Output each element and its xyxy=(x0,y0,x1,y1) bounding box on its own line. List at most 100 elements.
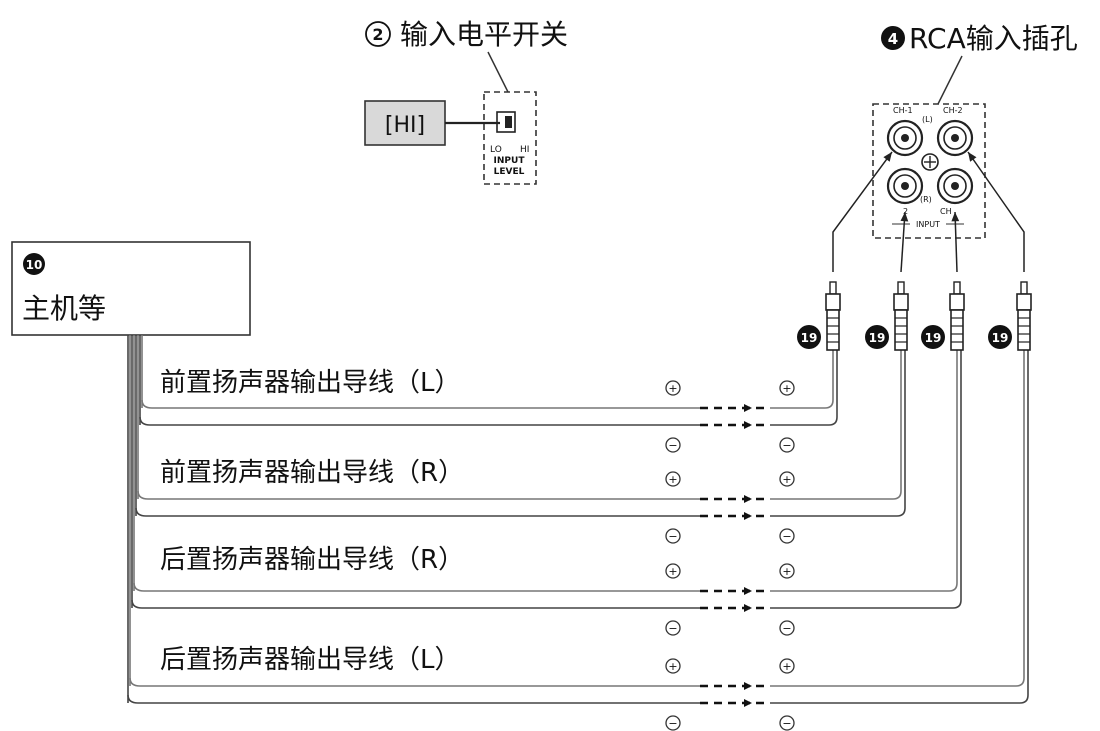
arrow-head xyxy=(744,512,752,520)
plug-body xyxy=(950,309,964,351)
plus-sign: + xyxy=(668,473,677,486)
switch-dashed-box xyxy=(483,91,537,185)
callout-number-circle xyxy=(23,253,45,275)
plug-to-jack-leader xyxy=(967,151,1025,272)
ch1-label: CH-1 xyxy=(893,106,913,115)
minus-sign: − xyxy=(668,439,677,452)
speaker-wire-group: 前置扬声器输出导线（R）++−− xyxy=(135,458,906,544)
callout-number: 19 xyxy=(801,331,818,345)
input-level-switch: LO HI INPUT LEVEL xyxy=(483,91,537,185)
plus-sign: + xyxy=(668,660,677,673)
leader-arrow-head xyxy=(883,152,892,162)
plus-symbol xyxy=(665,471,681,487)
arrow-head xyxy=(744,404,752,412)
plug-sleeve xyxy=(825,293,841,311)
plug-body xyxy=(1017,309,1031,351)
callout-number: 4 xyxy=(888,30,898,48)
wire-trunk xyxy=(127,335,143,703)
wire-label: 后置扬声器输出导线（R） xyxy=(160,545,464,575)
jack-bottom-right xyxy=(936,167,974,205)
hi-setting-label: [HI] xyxy=(385,113,425,138)
callout-number-circle xyxy=(921,325,945,349)
switch-caption-level: LEVEL xyxy=(494,167,525,177)
arrow-head xyxy=(744,682,752,690)
plug-to-jack-leader xyxy=(832,151,893,272)
speaker-wire-group: 后置扬声器输出导线（R）++−− xyxy=(131,545,962,636)
plus-symbol xyxy=(665,380,681,396)
plus-sign: + xyxy=(782,382,791,395)
plus-sign: + xyxy=(782,660,791,673)
plus-sign: + xyxy=(668,565,677,578)
minus-sign: − xyxy=(782,622,791,635)
rca-jacks-label: RCA输入插孔 xyxy=(909,22,1078,55)
negative-wire xyxy=(139,416,700,426)
minus-symbol xyxy=(665,715,681,731)
plus-sign: + xyxy=(668,382,677,395)
switch-knob xyxy=(505,116,512,128)
rca-plug: 19 xyxy=(865,281,909,351)
minus-symbol xyxy=(779,437,795,453)
rca-plug: 19 xyxy=(797,281,841,351)
plug-sleeve xyxy=(893,293,909,311)
switch-hi-label: HI xyxy=(520,145,529,155)
minus-sign: − xyxy=(782,717,791,730)
plug-body xyxy=(826,309,840,351)
plug-tip xyxy=(1020,281,1028,295)
input-level-switch-callout: 2 输入电平开关 xyxy=(365,18,568,93)
speaker-wire-group: 后置扬声器输出导线（L）++−− xyxy=(127,645,1029,731)
arrow-head xyxy=(744,604,752,612)
arrow-head xyxy=(744,421,752,429)
negative-wire xyxy=(131,599,700,609)
callout-number: 19 xyxy=(869,331,886,345)
plus-symbol xyxy=(665,658,681,674)
plus-symbol xyxy=(665,563,681,579)
negative-wire xyxy=(770,416,838,426)
positive-wire xyxy=(770,490,902,500)
minus-sign: − xyxy=(782,439,791,452)
ch-bottom-label: CH xyxy=(940,207,952,216)
positive-wire xyxy=(133,582,700,592)
negative-wire xyxy=(770,694,1029,704)
negative-wire xyxy=(770,599,962,609)
wire-label: 前置扬声器输出导线（L） xyxy=(160,368,461,398)
rca-plug: 19 xyxy=(988,281,1032,351)
callout-number: 19 xyxy=(992,331,1009,345)
negative-wire xyxy=(770,507,906,517)
leader-arrow-head xyxy=(900,212,909,222)
minus-sign: − xyxy=(668,717,677,730)
plug-sleeve xyxy=(1016,293,1032,311)
plus-symbol xyxy=(779,380,795,396)
plus-sign: + xyxy=(782,565,791,578)
plus-sign: + xyxy=(782,473,791,486)
hi-setting-box xyxy=(364,100,446,146)
negative-wire xyxy=(135,507,700,517)
minus-symbol xyxy=(665,620,681,636)
input-level-switch-label: 输入电平开关 xyxy=(400,18,568,51)
callout-number-circle xyxy=(988,325,1012,349)
callout-number: 2 xyxy=(372,25,383,44)
rca-jacks-callout: 4 RCA输入插孔 xyxy=(881,22,1078,105)
plus-symbol xyxy=(779,563,795,579)
head-unit: 10 主机等 xyxy=(11,241,251,336)
left-label: (L) xyxy=(922,115,933,124)
rca-jack-panel: CH-1 CH-2 (L) (R) 2 CH INPUT xyxy=(872,103,986,239)
positive-wire xyxy=(129,677,700,687)
callout-number-circle xyxy=(365,21,391,47)
jack-top-left xyxy=(886,119,924,157)
num2-label: 2 xyxy=(903,207,908,216)
plug-body xyxy=(894,309,908,351)
head-unit-label: 主机等 xyxy=(22,292,106,325)
plug-to-jack-leader xyxy=(954,211,958,273)
minus-sign: − xyxy=(668,530,677,543)
plug-to-jack-leader xyxy=(900,211,906,273)
plus-symbol xyxy=(779,658,795,674)
leader-line xyxy=(937,55,963,105)
speaker-output-wires: 前置扬声器输出导线（L）++−−前置扬声器输出导线（R）++−−后置扬声器输出导… xyxy=(127,368,1029,731)
minus-symbol xyxy=(779,715,795,731)
plug-sleeve xyxy=(949,293,965,311)
leader-arrow-head xyxy=(951,212,960,222)
head-unit-box xyxy=(11,241,251,336)
right-label: (R) xyxy=(920,195,932,204)
